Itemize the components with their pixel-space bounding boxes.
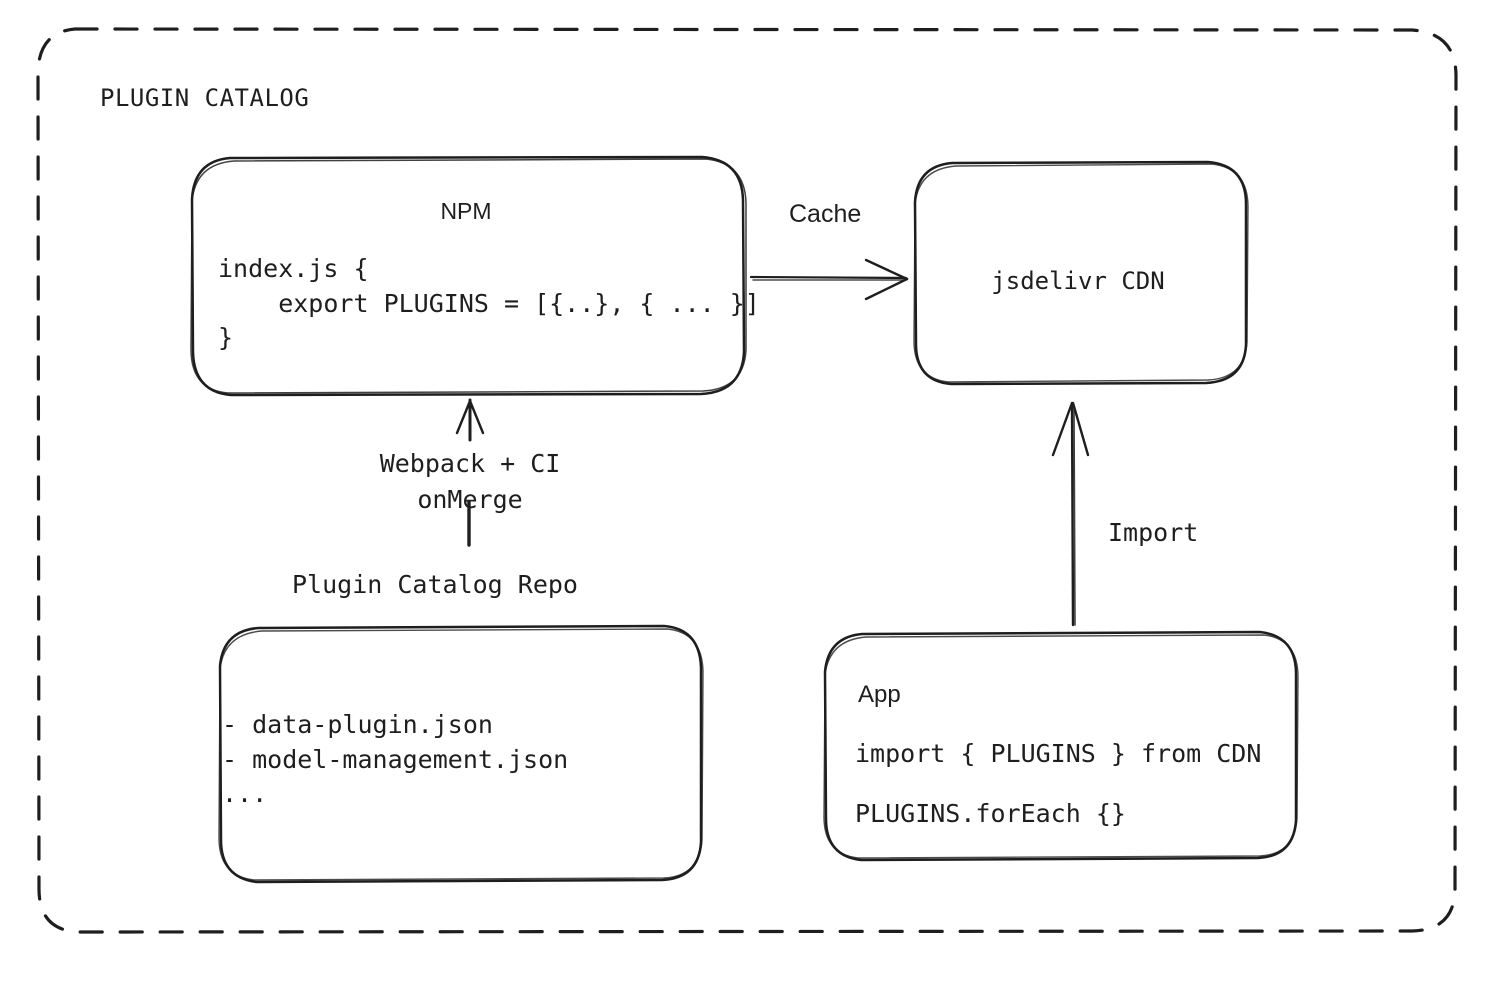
- edge-label-webpack-ci: Webpack + CI onMerge: [379, 449, 561, 514]
- app-node-import-line: import { PLUGINS } from CDN: [855, 739, 1262, 768]
- page-title: PLUGIN CATALOG: [100, 84, 310, 112]
- npm-node-title: NPM: [440, 198, 492, 224]
- edge-npm-to-cdn: [749, 258, 909, 301]
- repo-node-file-list: - data-plugin.json - model-management.js…: [222, 710, 569, 808]
- edge-label-import: Import: [1108, 518, 1199, 547]
- npm-node-code: index.js { export PLUGINS = [{..}, { ...…: [218, 254, 760, 352]
- edge-label-cache: Cache: [789, 200, 862, 228]
- app-node-foreach-line: PLUGINS.forEach {}: [855, 799, 1126, 828]
- app-node-title: App: [858, 681, 901, 708]
- cdn-node-title: jsdelivr CDN: [991, 267, 1165, 295]
- repo-node-caption: Plugin Catalog Repo: [292, 570, 578, 599]
- edge-app-to-cdn: [1051, 401, 1090, 627]
